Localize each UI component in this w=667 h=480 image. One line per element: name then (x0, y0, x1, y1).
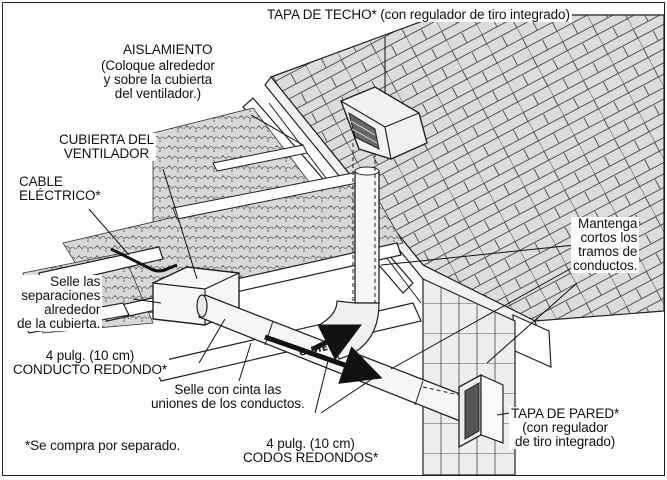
round-duct-label: 4 pulg. (10 cm) CONDUCTO REDONDO* (11, 348, 170, 377)
insulation-label: AISLAMIENTO (123, 42, 213, 57)
insulation-note: (Coloque alrededor y sobre la cubierta d… (101, 58, 215, 101)
electrical-cable (110, 247, 178, 273)
flow-arrow-up (311, 324, 362, 361)
leader-lines (88, 37, 578, 416)
roof-cap-label: TAPA DE TECHO* (con regulador de tiro in… (265, 7, 572, 22)
electrical-cable-label: CABLE ELÉCTRICO* (17, 174, 103, 203)
roof-shingles (270, 14, 664, 322)
wall-cap (458, 373, 504, 449)
tape-joints-label: Selle con cinta las uniones de los condu… (149, 382, 307, 411)
keep-short-label: Mantenga cortos los tramos de conductos. (571, 216, 640, 273)
roof-cap (340, 86, 428, 160)
wall-cap-label: TAPA DE PARED* (con regulador de tiro in… (509, 406, 622, 449)
seal-gaps-label: Selle las separaciones alrededor de la c… (15, 274, 103, 331)
round-elbows-label: 4 pulg. (10 cm) CODOS REDONDOS* (241, 436, 381, 465)
flow-arrow-right (264, 334, 383, 384)
footnote: *Se compra por separado. (25, 438, 181, 453)
installation-illustration (22, 14, 664, 475)
fan-housing-label: CUBIERTA DEL VENTILADOR (57, 132, 157, 161)
